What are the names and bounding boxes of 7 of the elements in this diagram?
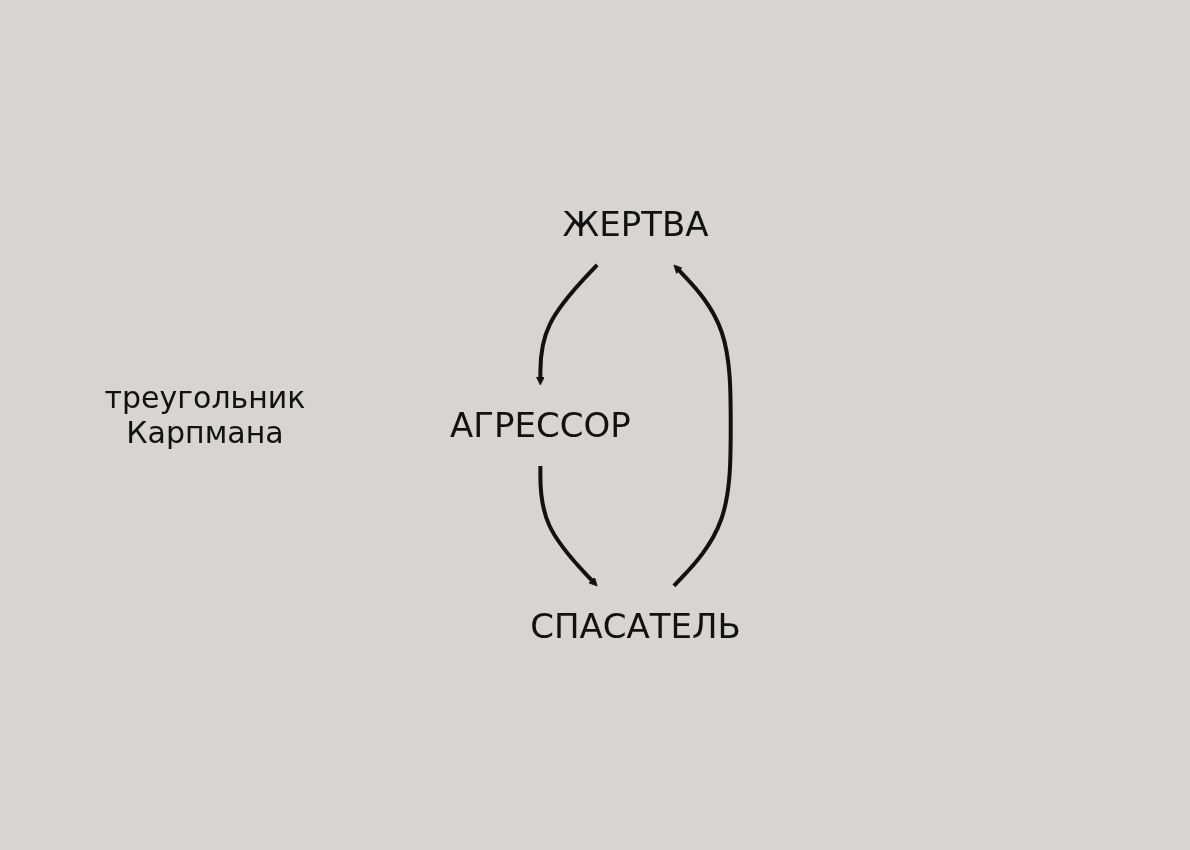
- node-text: ЖЕРТВА: [562, 203, 709, 244]
- node-text: СПАСАТЕЛЬ: [529, 605, 741, 646]
- arrow: [672, 264, 733, 587]
- node-text: АГРЕССОР: [449, 404, 631, 445]
- arrow: [535, 263, 599, 385]
- diagram-note: треугольник Карпмана: [103, 380, 307, 450]
- arrow: [537, 465, 598, 586]
